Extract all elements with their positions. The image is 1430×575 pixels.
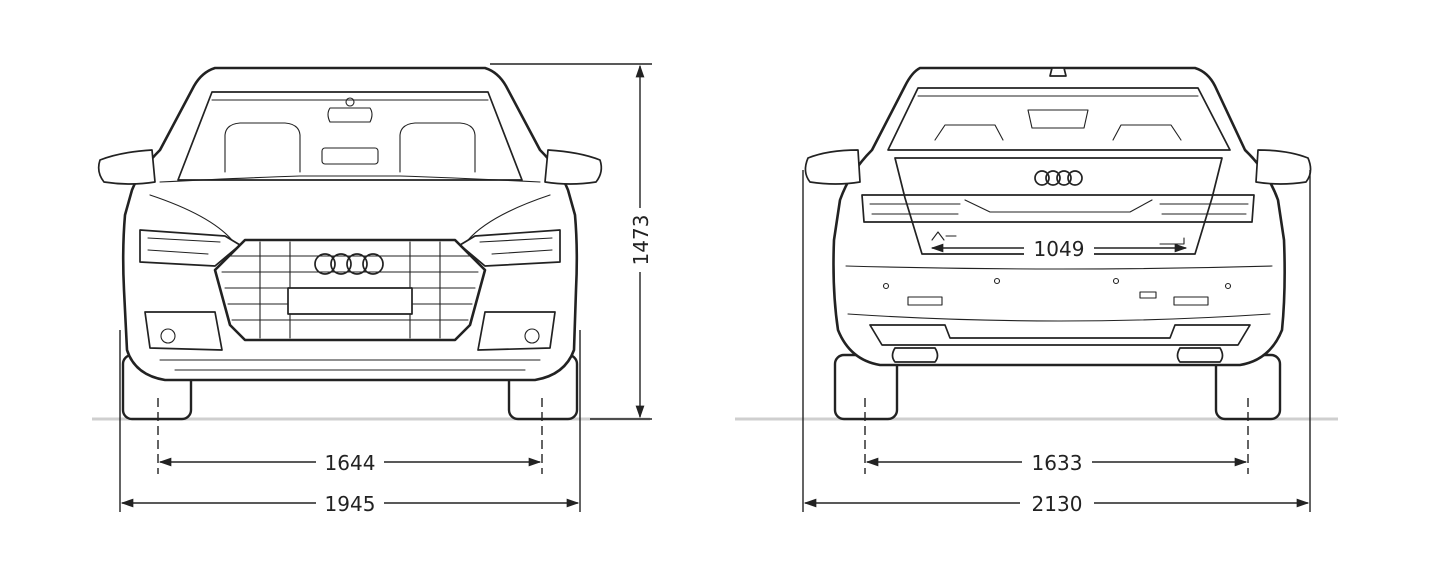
rear-trunk-lid — [894, 157, 1223, 255]
front-body-outline — [121, 66, 579, 382]
front-track-label: 1644 — [325, 451, 376, 475]
rear-left-mirror — [804, 149, 861, 185]
front-width-label: 1945 — [325, 492, 376, 516]
front-audi-rings-logo — [314, 253, 384, 275]
front-left-mirror — [97, 149, 156, 185]
rear-track-label: 1633 — [1032, 451, 1083, 475]
rear-window — [887, 87, 1231, 151]
front-right-mirror — [544, 149, 603, 185]
front-right-headlight — [459, 229, 561, 267]
front-left-lower-intake — [144, 311, 223, 351]
rear-model-badge — [931, 231, 957, 241]
front-windshield — [177, 91, 523, 181]
rear-right-exhaust — [1176, 347, 1224, 363]
rear-width-mirrors-label: 2130 — [1032, 492, 1083, 516]
front-left-headlight — [139, 229, 241, 267]
rear-right-mirror — [1255, 149, 1312, 185]
front-grille — [213, 238, 487, 342]
rear-light-bar — [861, 194, 1255, 223]
rear-view: 1049 1633 2130 — [735, 66, 1338, 516]
front-height-label: 1473 — [629, 215, 653, 266]
front-view: 1644 1945 1473 — [92, 63, 653, 516]
rear-left-exhaust — [891, 347, 939, 363]
rear-audi-rings-logo — [1034, 170, 1083, 186]
rear-trunk-width-label: 1049 — [1034, 237, 1085, 261]
front-right-lower-intake — [477, 311, 556, 351]
front-license-plate — [287, 287, 413, 315]
rear-antenna — [1049, 67, 1067, 77]
front-rearview-mirror — [327, 107, 373, 123]
rear-diffuser — [869, 324, 1251, 346]
front-right-seat — [399, 122, 476, 173]
front-left-seat — [224, 122, 301, 173]
